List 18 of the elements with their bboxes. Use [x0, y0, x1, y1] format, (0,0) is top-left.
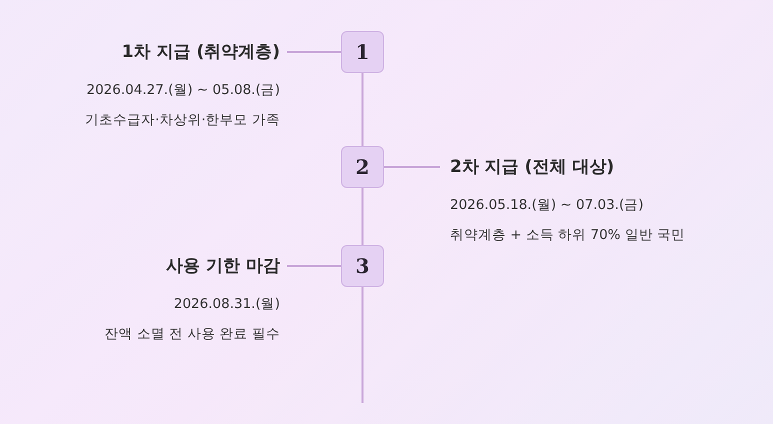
- target-description: 잔액 소멸 전 사용 완료 필수: [104, 325, 280, 344]
- date-range: 2026.04.27.(월) ~ 05.08.(금): [86, 81, 280, 100]
- step-number-box: 1: [341, 31, 384, 73]
- date-range: 2026.08.31.(월): [172, 295, 280, 314]
- connector-line: [362, 287, 364, 403]
- connector-line: [287, 51, 341, 53]
- connector-line: [384, 166, 440, 168]
- phase-title: 2차 지급 (전체 대상): [450, 156, 616, 179]
- phase-title: 사용 기한 마감: [165, 255, 280, 278]
- connector-line: [287, 265, 341, 267]
- date-range: 2026.05.18.(월) ~ 07.03.(금): [450, 196, 644, 215]
- target-description: 취약계층 + 소득 하위 70% 일반 국민: [450, 226, 686, 245]
- connector-line: [362, 73, 364, 146]
- step-number-box: 3: [341, 245, 384, 287]
- connector-line: [362, 188, 364, 245]
- step-number-box: 2: [341, 146, 384, 188]
- target-description: 기초수급자·차상위·한부모 가족: [84, 111, 280, 130]
- phase-title: 1차 지급 (취약계층): [120, 41, 280, 64]
